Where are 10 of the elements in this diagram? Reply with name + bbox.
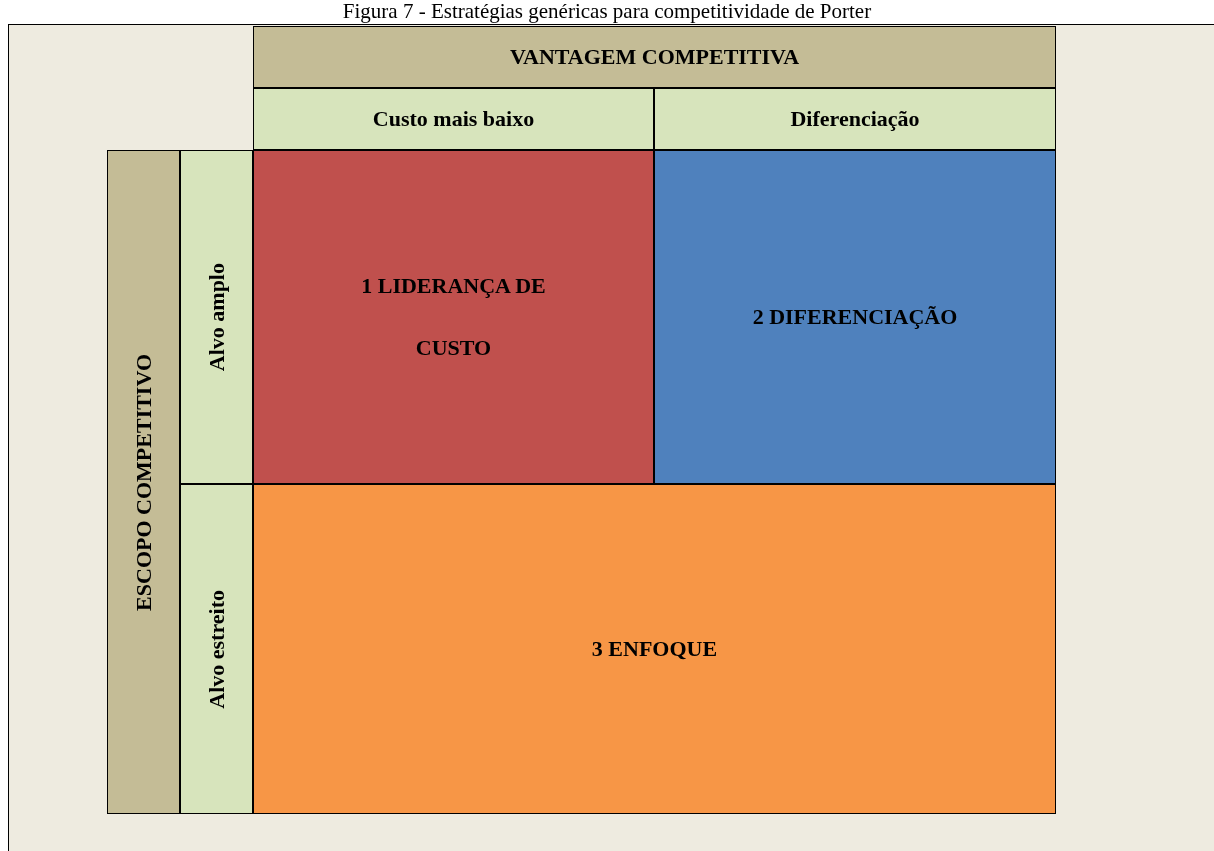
row-header: Alvo estreito xyxy=(180,484,253,814)
strategy-cell: 1 LIDERANÇA DE CUSTO xyxy=(253,150,654,484)
strategy-cell: 3 ENFOQUE xyxy=(253,484,1056,814)
column-header: Diferenciação xyxy=(654,88,1056,150)
strategy-cell: 2 DIFERENCIAÇÃO xyxy=(654,150,1056,484)
row-header: Alvo amplo xyxy=(180,150,253,484)
figure-title: Figura 7 - Estratégias genéricas para competitividade de Porter xyxy=(341,0,873,22)
column-header: Custo mais baixo xyxy=(253,88,654,150)
row-group-header: ESCOPO COMPETITIVO xyxy=(107,150,180,814)
column-group-header: VANTAGEM COMPETITIVA xyxy=(253,26,1056,88)
